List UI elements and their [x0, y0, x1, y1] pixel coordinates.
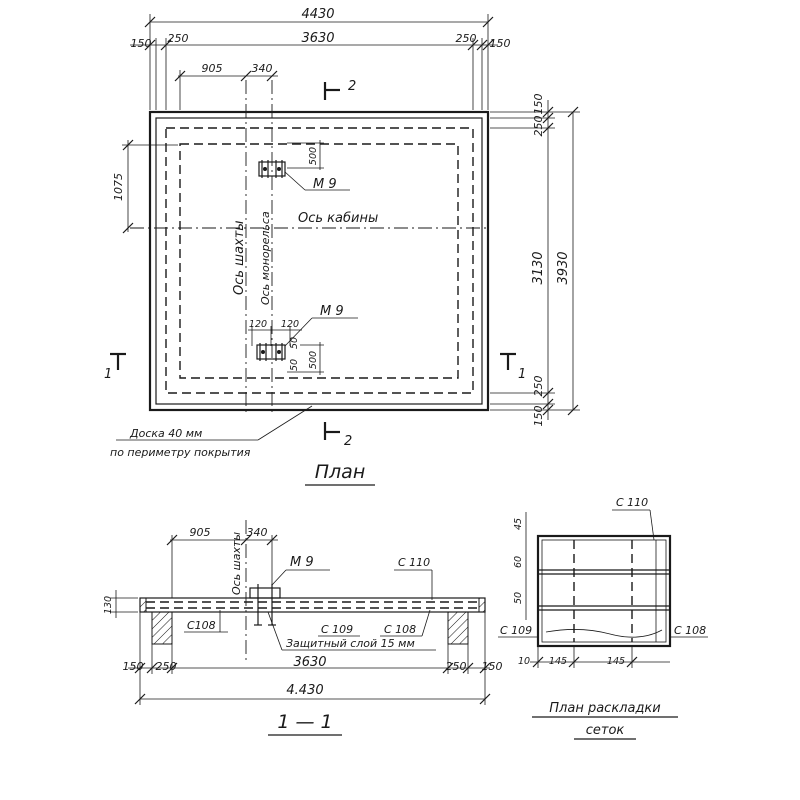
dim-500-bottom: 500: [308, 351, 319, 369]
section-label-1-right: 1: [518, 367, 526, 382]
section-label-c108-right: С 108: [384, 623, 416, 636]
dim-right-3130: 3130: [531, 251, 546, 284]
support-left: [151, 611, 173, 645]
dim-edge-left: 150: [131, 37, 152, 50]
section-dim-total: 4.430: [286, 683, 323, 698]
section-label-2-bottom: 2: [344, 434, 352, 449]
section-axis-shaft: Ось шахты: [230, 532, 243, 595]
dim-50-b: 50: [289, 359, 300, 371]
mesh-title-line2: сеток: [586, 723, 625, 738]
axis-label-cabin: Ось кабины: [298, 211, 378, 226]
slab-outline-outer: [148, 110, 490, 412]
section-dim-130: 130: [103, 596, 114, 614]
dim-inner-right: 250: [456, 32, 477, 45]
mesh-dim-145-b: 145: [607, 656, 625, 667]
section-dim-905: 905: [190, 526, 211, 539]
plan-view: 4430 150 250 3630 250 150 905 340 2 2 1 …: [104, 7, 580, 486]
dim-left-1075: 1075: [112, 173, 125, 201]
dim-total-width: 4430: [301, 7, 334, 22]
label-m9-top: М 9: [313, 177, 337, 192]
mesh-label-c109: С 109: [500, 624, 532, 637]
mesh-outline: [536, 534, 672, 648]
mesh-dim-60: 60: [513, 556, 524, 568]
section-title: 1 — 1: [277, 711, 332, 733]
section-label-m9: М 9: [290, 555, 314, 570]
section-dim-250-right: 250: [446, 660, 467, 673]
mesh-dim-50: 50: [513, 592, 524, 604]
note-board-line1: Доска 40 мм: [129, 427, 202, 440]
leader-m9-bottom: [284, 317, 313, 347]
dim-right-top-250: 250: [532, 116, 545, 137]
dashed-contour-outer: [165, 127, 474, 394]
section-dim-340: 340: [247, 526, 268, 539]
embedded-part-top: [258, 160, 286, 178]
dim-right-bottom-150: 150: [532, 406, 545, 427]
dim-120-a: 120: [249, 319, 267, 330]
label-m9-bottom: М 9: [320, 304, 344, 319]
dim-middle: 3630: [301, 31, 334, 46]
section-dim-150-left: 150: [123, 660, 144, 673]
section-label-c108-left: С108: [187, 619, 216, 632]
dim-50-a: 50: [289, 337, 300, 349]
slab-outline-inner: [155, 117, 483, 405]
dim-right-top-150: 150: [532, 94, 545, 115]
dashed-contour-inner: [179, 143, 459, 379]
mesh-dim-145-a: 145: [549, 656, 567, 667]
section-note-protective: Защитный слой 15 мм: [286, 637, 415, 650]
axis-label-shaft: Ось шахты: [232, 220, 247, 295]
mesh-label-c110: С 110: [616, 496, 648, 509]
dim-right-bottom-250: 250: [532, 376, 545, 397]
dim-right-3930: 3930: [556, 251, 571, 284]
section-dim-3630: 3630: [293, 655, 326, 670]
dim-500-top: 500: [308, 147, 319, 165]
mesh-layout: С 110 С 109 С 108 45 60 50 10 145 145 Пл…: [498, 496, 708, 740]
note-board-line2: по периметру покрытия: [110, 446, 251, 459]
section-view: Ось шахты 905 340 130 М 9 С 110 С108 С 1…: [103, 520, 503, 736]
leader-m9-top: [284, 171, 306, 191]
support-right: [447, 611, 469, 645]
section-embedded-part: [249, 584, 281, 626]
section-dim-150-right: 150: [482, 660, 503, 673]
mesh-label-c108: С 108: [674, 624, 706, 637]
section-label-c110: С 110: [398, 556, 430, 569]
dim-edge-right: 150: [490, 37, 511, 50]
dim-120-b: 120: [281, 319, 299, 330]
mesh-title-line1: План раскладки: [549, 701, 660, 716]
mesh-dim-10: 10: [518, 656, 530, 667]
note-leader: [257, 405, 313, 441]
dim-inner-left: 250: [168, 32, 189, 45]
plan-title: План: [315, 461, 366, 483]
section-label-c109: С 109: [321, 623, 353, 636]
section-slab: [139, 597, 486, 613]
section-label-2-top: 2: [348, 79, 356, 94]
mesh-dim-45: 45: [513, 518, 524, 530]
dim-offset-905: 905: [202, 62, 223, 75]
dim-offset-340: 340: [252, 62, 273, 75]
section-label-1-left: 1: [104, 367, 112, 382]
section-dim-250-left: 250: [156, 660, 177, 673]
axis-label-monorail: Ось монорельса: [259, 211, 272, 305]
